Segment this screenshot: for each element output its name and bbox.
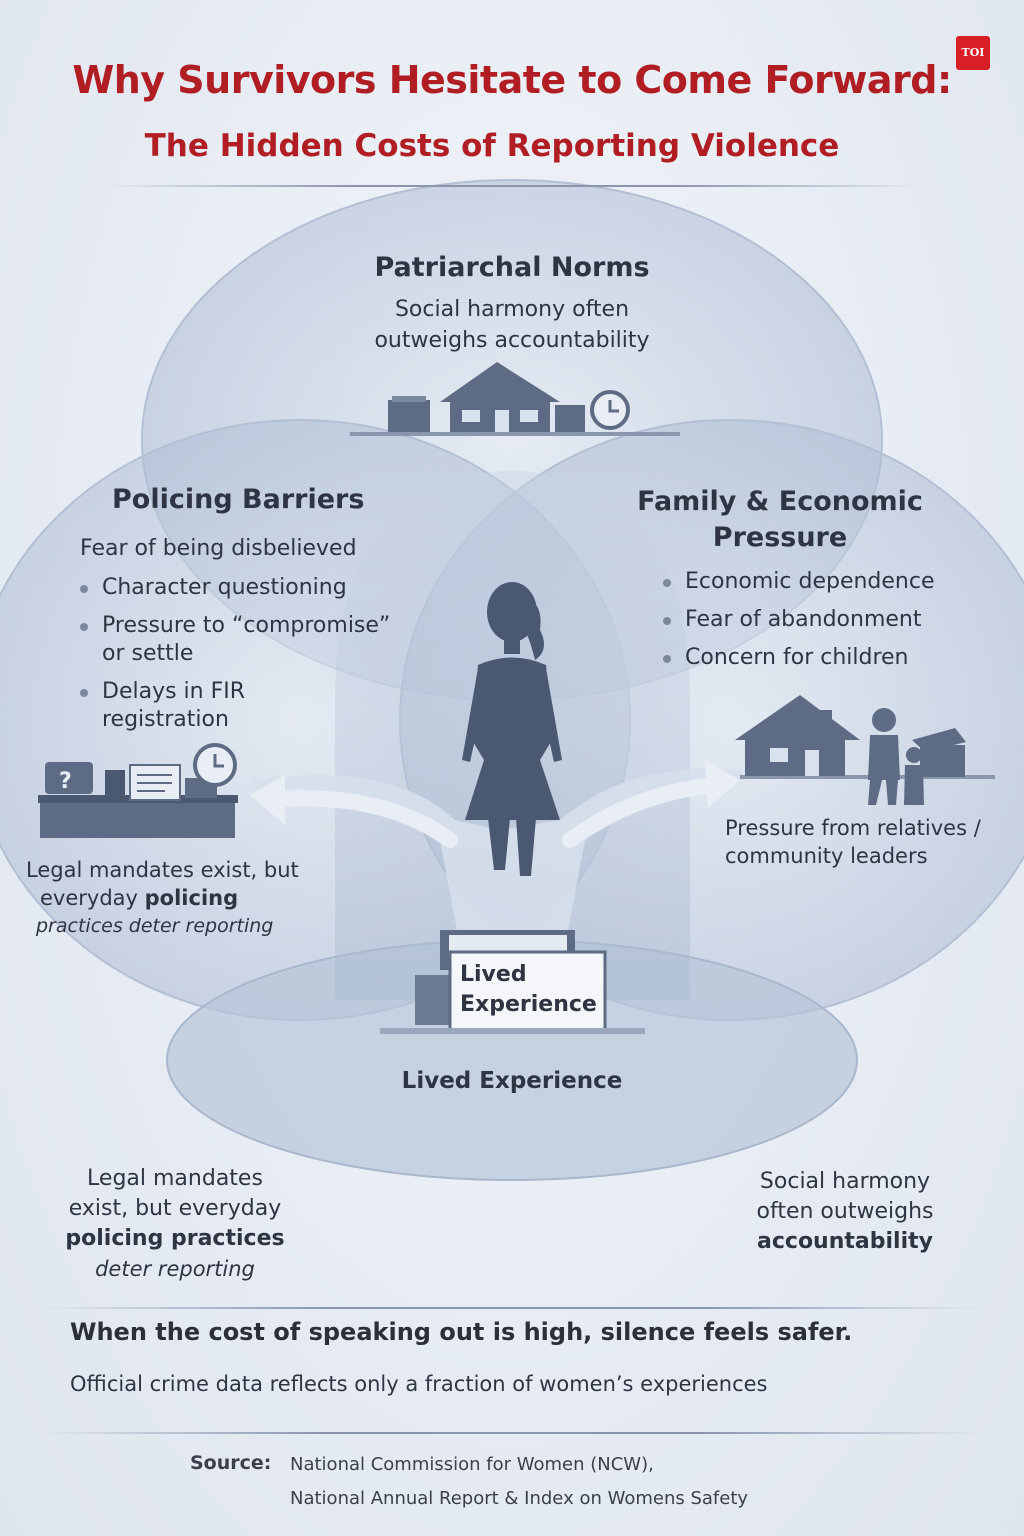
- policing-heading: Policing Barriers: [112, 484, 365, 515]
- policing-bullet-list: Character questioning Pressure to “compr…: [80, 574, 400, 744]
- bottom-right-note: Social harmony often outweighs accountab…: [715, 1167, 975, 1257]
- bottom-right-line2: often outweighs: [756, 1199, 934, 1224]
- policing-caption-bold: policing: [144, 886, 239, 910]
- bottom-right-line3: accountability: [757, 1229, 933, 1254]
- source-text: National Commission for Women (NCW), Nat…: [290, 1448, 890, 1516]
- bottom-left-line2: exist, but everyday: [68, 1196, 282, 1221]
- house-icon-top: [350, 362, 680, 436]
- desk-icon: ?: [38, 743, 238, 838]
- family-bullet: Concern for children: [663, 644, 983, 672]
- family-heading: Family & Economic Pressure: [610, 484, 950, 556]
- lived-box-line1: Lived: [460, 962, 527, 987]
- policing-caption-line3: practices deter reporting: [36, 915, 274, 937]
- policing-bullet: Pressure to “compromise” or settle: [80, 612, 400, 668]
- family-bullet-list: Economic dependence Fear of abandonment …: [663, 568, 983, 682]
- toi-logo: TOI: [956, 36, 990, 70]
- family-icon: [735, 695, 995, 805]
- page-subtitle: The Hidden Costs of Reporting Violence: [144, 128, 840, 164]
- footer-divider-top: [40, 1307, 984, 1309]
- bottom-left-line3: policing practices: [65, 1226, 285, 1251]
- patriarchal-line2: outweighs accountability: [374, 328, 650, 353]
- footer-tagline: When the cost of speaking out is high, s…: [70, 1318, 853, 1346]
- lived-label: Lived Experience: [401, 1068, 623, 1094]
- bottom-left-note: Legal mandates exist, but everyday polic…: [40, 1164, 310, 1284]
- policing-bullet: Character questioning: [80, 574, 400, 602]
- bottom-left-line4: deter reporting: [95, 1257, 255, 1281]
- lived-box-line2: Experience: [460, 992, 597, 1017]
- bottom-left-line1: Legal mandates: [87, 1166, 263, 1191]
- lived-box-label: Lived Experience: [460, 960, 610, 1020]
- bottom-right-line1: Social harmony: [759, 1169, 931, 1194]
- page-title: Why Survivors Hesitate to Come Forward:: [72, 58, 952, 102]
- road: [250, 768, 745, 1000]
- family-caption-line2: community leaders: [725, 844, 928, 868]
- arrow-left: [262, 790, 458, 848]
- source-label: Source:: [190, 1452, 272, 1474]
- policing-caption: Legal mandates exist, but everyday polic…: [26, 856, 346, 940]
- source-line2: National Annual Report & Index on Womens…: [290, 1488, 749, 1509]
- policing-bullet: Delays in FIR registration: [80, 678, 262, 734]
- policing-intro: Fear of being disbelieved: [80, 536, 357, 561]
- family-caption-line1: Pressure from relatives /: [725, 816, 981, 840]
- policing-caption-line1: Legal mandates exist, but: [26, 858, 299, 882]
- footer-divider-bottom: [40, 1432, 984, 1434]
- patriarchal-line1: Social harmony often: [394, 297, 630, 322]
- source-line1: National Commission for Women (NCW),: [290, 1454, 654, 1475]
- policing-caption-pre: everyday: [40, 886, 145, 910]
- policing-caption-line2: everyday policing: [26, 884, 346, 912]
- patriarchal-heading: Patriarchal Norms: [374, 252, 650, 283]
- family-heading-line2: Pressure: [712, 522, 848, 553]
- lived-experience-box: [380, 930, 645, 1034]
- arrow-right: [562, 777, 728, 848]
- header-divider: [104, 185, 924, 187]
- footer-subline: Official crime data reflects only a frac…: [70, 1372, 768, 1396]
- woman-silhouette: [462, 582, 562, 876]
- svg-text:?: ?: [59, 769, 72, 794]
- family-heading-line1: Family & Economic: [637, 486, 923, 517]
- family-bullet: Fear of abandonment: [663, 606, 983, 634]
- family-bullet: Economic dependence: [663, 568, 983, 596]
- family-caption: Pressure from relatives / community lead…: [725, 814, 1015, 870]
